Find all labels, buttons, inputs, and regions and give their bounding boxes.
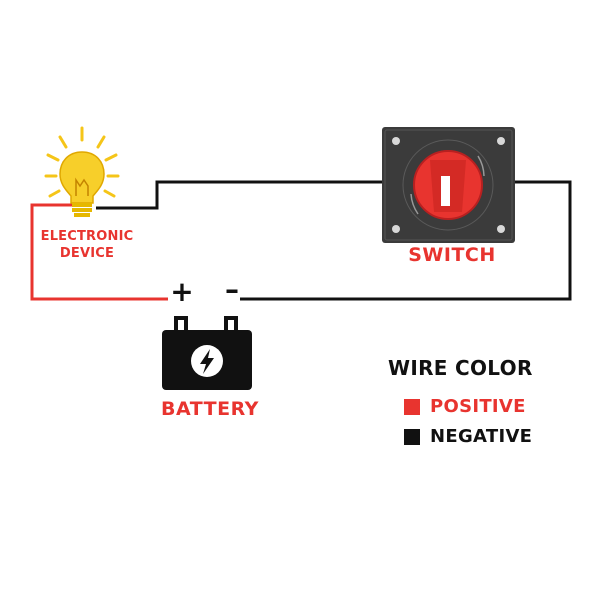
rotary-switch-icon	[382, 127, 515, 243]
device-label-line-1: ELECTRONIC	[40, 229, 134, 244]
legend-swatch-negative	[404, 429, 420, 445]
legend-title: WIRE COLOR	[388, 356, 533, 380]
positive-wire	[30, 203, 168, 301]
device-label-line-2: DEVICE	[59, 246, 115, 261]
lightning-bolt-icon	[191, 345, 223, 377]
negative-wire-switch-to-battery	[240, 180, 572, 301]
positive-terminal-sign: +	[170, 275, 194, 308]
electronic-device-label: ELECTRONIC DEVICE	[28, 228, 146, 262]
battery-terminal-positive	[174, 316, 188, 332]
light-bulb-icon	[44, 126, 120, 217]
negative-terminal-sign: –	[225, 273, 239, 306]
battery-terminal-negative	[224, 316, 238, 332]
legend-label-negative: NEGATIVE	[430, 426, 533, 447]
legend-label-positive: POSITIVE	[430, 396, 526, 417]
legend-swatch-positive	[404, 399, 420, 415]
negative-wire-device-to-switch	[96, 180, 392, 210]
battery-label: BATTERY	[161, 398, 259, 420]
switch-label: SWITCH	[408, 244, 496, 266]
